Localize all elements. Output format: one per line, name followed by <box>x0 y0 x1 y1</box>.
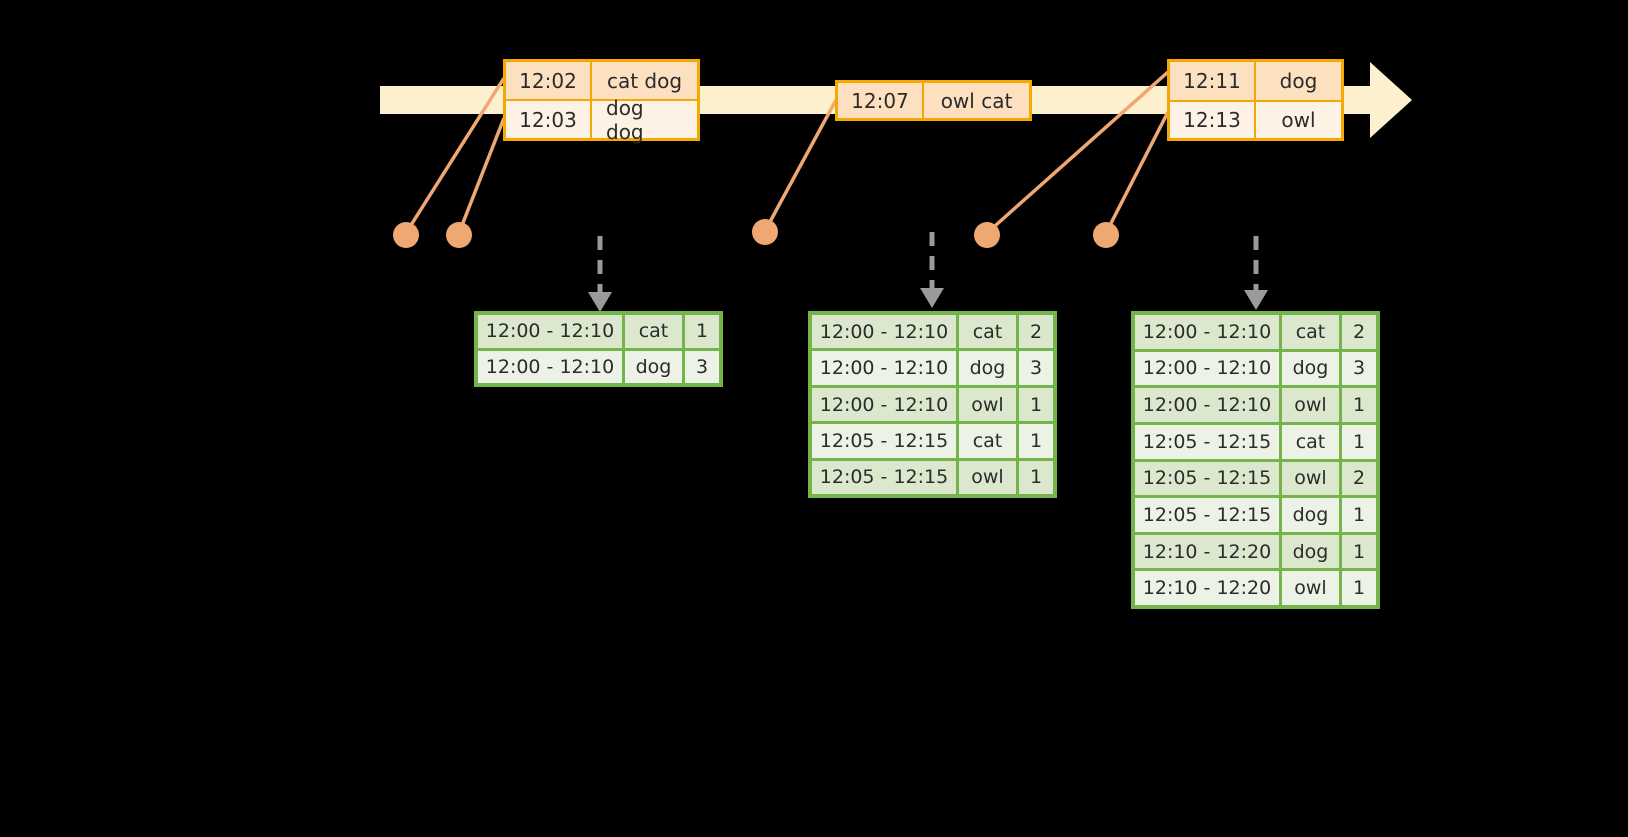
count-cell: 1 <box>1342 424 1376 459</box>
event-words: owl <box>1281 107 1316 132</box>
event-row: 12:13 owl <box>1170 99 1341 138</box>
event-time: 12:11 <box>1170 62 1256 100</box>
table-row: 12:10 - 12:20 owl 1 <box>1135 571 1376 605</box>
event-row: 12:02 cat dog <box>506 62 697 99</box>
word-cell: dog <box>1282 351 1339 386</box>
window-cell: 12:05 - 12:15 <box>1135 461 1279 496</box>
event-time: 12:02 <box>506 62 592 99</box>
table-row: 12:00 - 12:10 cat 2 <box>1135 315 1376 349</box>
window-cell: 12:00 - 12:10 <box>1135 388 1279 422</box>
window-cell: 12:05 - 12:15 <box>812 460 956 495</box>
event-row: 12:03 dog dog <box>506 95 697 144</box>
table-row: 12:00 - 12:10 cat 1 <box>478 315 719 348</box>
word-cell: owl <box>959 460 1016 495</box>
window-cell: 12:00 - 12:10 <box>1135 351 1279 386</box>
table-row: 12:00 - 12:10 dog 3 <box>1135 351 1376 386</box>
count-cell: 3 <box>1342 351 1376 386</box>
result-table-3: 12:00 - 12:10 cat 2 12:00 - 12:10 dog 3 … <box>1131 311 1380 609</box>
window-cell: 12:00 - 12:10 <box>812 387 956 422</box>
word-cell: cat <box>1282 315 1339 349</box>
result-table-1: 12:00 - 12:10 cat 1 12:00 - 12:10 dog 3 <box>474 311 723 387</box>
word-cell: owl <box>1282 388 1339 422</box>
event-words: dog <box>1279 68 1318 93</box>
table-row: 12:10 - 12:20 dog 1 <box>1135 534 1376 569</box>
word-cell: owl <box>1282 571 1339 605</box>
word-cell: dog <box>625 350 682 383</box>
word-cell: dog <box>1282 498 1339 532</box>
event-words: cat dog <box>606 68 683 93</box>
trigger-arrows <box>597 232 1259 292</box>
window-cell: 12:05 - 12:15 <box>812 424 956 458</box>
table-row: 12:00 - 12:10 cat 2 <box>812 315 1053 349</box>
window-cell: 12:10 - 12:20 <box>1135 534 1279 569</box>
count-cell: 1 <box>1342 571 1376 605</box>
table-row: 12:00 - 12:10 owl 1 <box>812 387 1053 422</box>
event-time: 12:13 <box>1170 101 1256 138</box>
dashed-arrow-head-1 <box>588 292 612 312</box>
count-cell: 2 <box>1342 315 1376 349</box>
connector-line-1 <box>404 77 506 234</box>
count-cell: 1 <box>1019 460 1053 495</box>
count-cell: 1 <box>685 315 719 348</box>
table-row: 12:00 - 12:10 owl 1 <box>1135 388 1376 422</box>
count-cell: 3 <box>685 350 719 383</box>
count-cell: 1 <box>1342 388 1376 422</box>
table-row: 12:05 - 12:15 owl 2 <box>1135 461 1376 496</box>
window-cell: 12:00 - 12:10 <box>478 350 622 383</box>
event-dot-3 <box>752 219 778 245</box>
result-table-2: 12:00 - 12:10 cat 2 12:00 - 12:10 dog 3 … <box>808 311 1057 498</box>
dashed-arrow-head-2 <box>920 288 944 308</box>
word-cell: cat <box>959 424 1016 458</box>
word-cell: dog <box>1282 534 1339 569</box>
event-words: owl cat <box>940 88 1013 113</box>
event-words: dog dog <box>606 95 644 144</box>
window-cell: 12:00 - 12:10 <box>812 351 956 385</box>
window-cell: 12:05 - 12:15 <box>1135 498 1279 532</box>
word-cell: owl <box>1282 461 1339 496</box>
event-group-1: 12:02 cat dog 12:03 dog dog <box>503 59 700 144</box>
event-markers <box>393 219 1119 248</box>
connector-line-2 <box>457 117 506 234</box>
count-cell: 1 <box>1019 387 1053 422</box>
trigger-arrow-heads <box>588 288 1268 312</box>
table-row: 12:05 - 12:15 owl 1 <box>812 460 1053 495</box>
count-cell: 3 <box>1019 351 1053 385</box>
table-row: 12:05 - 12:15 cat 1 <box>812 424 1053 458</box>
word-cell: cat <box>1282 424 1339 459</box>
window-cell: 12:00 - 12:10 <box>478 315 622 348</box>
table-row: 12:05 - 12:15 cat 1 <box>1135 424 1376 459</box>
event-dot-4 <box>974 222 1000 248</box>
word-cell: owl <box>959 387 1016 422</box>
connector-line-5 <box>1104 111 1170 234</box>
count-cell: 1 <box>1019 424 1053 458</box>
event-time: 12:03 <box>506 101 592 138</box>
event-group-2: 12:07 owl cat <box>835 80 1032 121</box>
count-cell: 1 <box>1342 498 1376 532</box>
table-row: 12:00 - 12:10 dog 3 <box>812 351 1053 385</box>
event-dot-5 <box>1093 222 1119 248</box>
event-row: 12:07 owl cat <box>838 83 1029 118</box>
connector-line-3 <box>763 99 838 232</box>
event-dot-1 <box>393 222 419 248</box>
word-cell: dog <box>959 351 1016 385</box>
window-cell: 12:00 - 12:10 <box>1135 315 1279 349</box>
count-cell: 2 <box>1019 315 1053 349</box>
table-row: 12:05 - 12:15 dog 1 <box>1135 498 1376 532</box>
window-cell: 12:10 - 12:20 <box>1135 571 1279 605</box>
word-cell: cat <box>959 315 1016 349</box>
event-group-3: 12:11 dog 12:13 owl <box>1167 59 1344 141</box>
count-cell: 1 <box>1342 534 1376 569</box>
window-cell: 12:00 - 12:10 <box>812 315 956 349</box>
window-cell: 12:05 - 12:15 <box>1135 424 1279 459</box>
word-cell: cat <box>625 315 682 348</box>
table-row: 12:00 - 12:10 dog 3 <box>478 350 719 383</box>
event-dot-2 <box>446 222 472 248</box>
event-row: 12:11 dog <box>1170 62 1341 100</box>
count-cell: 2 <box>1342 461 1376 496</box>
dashed-arrow-head-3 <box>1244 290 1268 310</box>
event-time: 12:07 <box>838 83 924 118</box>
